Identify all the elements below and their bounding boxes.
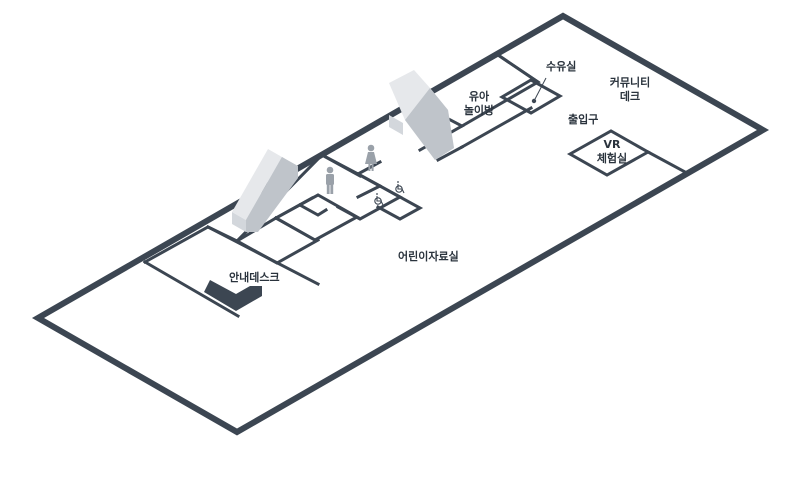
- stairs-icon: [232, 149, 298, 232]
- restroom-wall-b: [273, 193, 361, 242]
- vr-room-wall: [645, 149, 688, 175]
- community-deck-line1: 커뮤니티: [609, 76, 651, 89]
- nursing-room-label: 수유실: [546, 60, 577, 73]
- entrance-label: 출입구: [568, 113, 599, 126]
- nursing-room-wall: [495, 52, 541, 85]
- info-desk-room-wall: [142, 259, 241, 319]
- info-desk-label: 안내데스크: [229, 271, 280, 284]
- restroom-wall-h: [355, 184, 424, 221]
- stairs-icon-2: [389, 70, 454, 160]
- restroom-wall-i: [319, 152, 363, 179]
- kids-playroom-label: 유아 놀이방: [458, 90, 500, 118]
- wheelchair-icon: [374, 193, 384, 206]
- nursing-room-pointer: [531, 77, 547, 104]
- wheelchair-icon-2: [395, 181, 405, 194]
- restroom-wall-j: [355, 171, 383, 189]
- community-deck-line2: 데크: [619, 90, 641, 103]
- male-person-icon: [326, 166, 334, 194]
- playroom-divider: [435, 144, 465, 163]
- restroom-wall-e: [297, 202, 329, 217]
- kids-playroom-line1: 유아: [468, 90, 490, 103]
- corridor-wall: [142, 52, 501, 265]
- nursing-room-box: [498, 78, 564, 115]
- info-desk-counter: [204, 280, 262, 311]
- restroom-wall-c: [234, 237, 321, 265]
- female-person-icon: [365, 144, 377, 171]
- children-reading-room-label: 어린이자료실: [398, 250, 459, 263]
- vr-room-label: VR 체험실: [592, 138, 632, 166]
- vr-room-line2: 체험실: [596, 152, 628, 165]
- community-deck-label: 커뮤니티 데크: [604, 76, 656, 104]
- restroom-wall-d: [273, 195, 315, 221]
- vr-room-line1: VR: [603, 138, 621, 151]
- entrance-wall: [459, 105, 534, 150]
- kids-playroom-line2: 놀이방: [463, 104, 495, 117]
